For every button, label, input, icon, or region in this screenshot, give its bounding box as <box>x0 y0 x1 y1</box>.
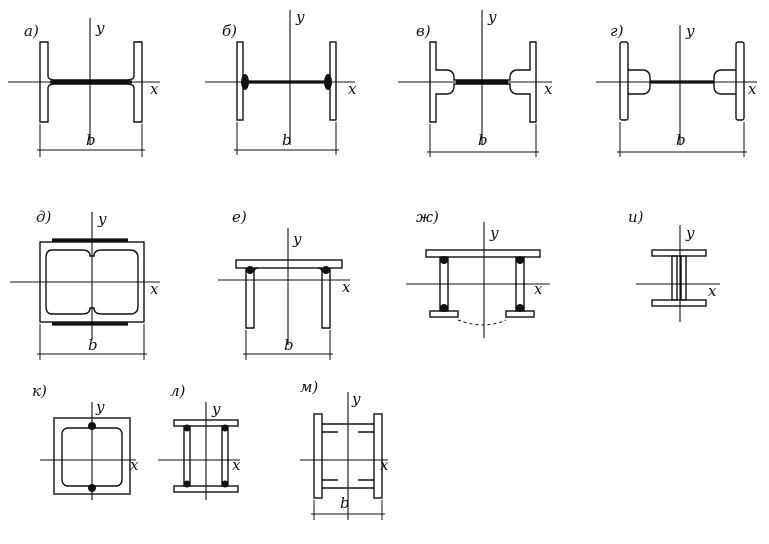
bottom-flange <box>651 299 707 307</box>
panel-d: д) y x b <box>10 208 160 360</box>
dimension-label-b: b <box>282 131 292 149</box>
x-axis-label: x <box>708 282 717 300</box>
panel-zh: ж) y x <box>406 208 550 338</box>
y-axis-label: y <box>95 398 105 416</box>
weld <box>88 484 96 492</box>
outer-square <box>53 417 131 495</box>
panel-label-zh: ж) <box>416 208 439 226</box>
x-axis-label: x <box>380 456 389 474</box>
y-axis-label: y <box>685 224 695 242</box>
y-axis-label: y <box>95 19 105 37</box>
weld <box>241 74 249 90</box>
weld <box>322 266 330 274</box>
x-axis-label: x <box>342 278 351 296</box>
panel-label-d: д) <box>36 208 52 226</box>
weld <box>440 304 448 312</box>
panel-m: м) y x b <box>300 378 389 520</box>
dimension-label-b: b <box>284 336 294 354</box>
panel-g: г) y x b <box>596 22 757 157</box>
panel-v: в) y x b <box>398 8 553 157</box>
y-axis-label: y <box>295 8 305 26</box>
right-angles <box>358 423 374 489</box>
right-web <box>680 255 687 301</box>
y-axis-label: y <box>489 224 499 242</box>
outer-box <box>39 241 145 323</box>
dimension-label-b: b <box>86 131 96 149</box>
panel-i: и) y x <box>628 208 720 322</box>
top-plate <box>173 419 239 427</box>
dimension-label-b: b <box>88 336 98 354</box>
top-flange <box>651 249 707 257</box>
angle-pair-section <box>429 41 537 123</box>
y-axis-label: y <box>97 210 107 228</box>
dimension-label-b: b <box>478 131 488 149</box>
left-flange-plate <box>313 413 323 499</box>
weld <box>183 480 191 488</box>
panel-label-a: а) <box>24 22 39 40</box>
panel-label-g: г) <box>610 22 624 40</box>
left-web <box>671 255 678 301</box>
weld <box>516 256 524 264</box>
right-channel <box>317 267 331 329</box>
dimension-label-b: b <box>340 494 350 512</box>
panel-label-l: л) <box>170 382 186 400</box>
right-flange-plate <box>735 41 745 121</box>
x-axis-label: x <box>150 280 159 298</box>
panel-label-b: б) <box>222 22 237 40</box>
panel-label-m: м) <box>300 378 318 396</box>
weld <box>183 424 191 432</box>
weld <box>440 256 448 264</box>
weld <box>221 480 229 488</box>
panel-b: б) y x b <box>205 8 357 155</box>
left-web <box>183 425 191 487</box>
x-axis-label: x <box>544 80 553 98</box>
panel-l: л) y x <box>158 382 241 500</box>
weld <box>246 266 254 274</box>
y-axis-label: y <box>292 230 302 248</box>
weld <box>324 74 332 90</box>
inner-channels <box>45 249 139 315</box>
x-axis-label: x <box>232 456 241 474</box>
weld <box>516 304 524 312</box>
bottom-plate <box>173 485 239 493</box>
y-axis-label: y <box>685 22 695 40</box>
right-web <box>221 425 229 487</box>
left-angles <box>322 423 338 489</box>
panel-label-e: е) <box>232 208 247 226</box>
channel-pair <box>39 41 143 123</box>
left-flange-plate <box>619 41 629 121</box>
x-axis-label: x <box>348 80 357 98</box>
x-axis-label: x <box>534 280 543 298</box>
panel-e: е) y x b <box>218 208 351 360</box>
left-channel <box>245 267 259 329</box>
top-plate <box>235 259 343 269</box>
x-axis-label: x <box>130 456 139 474</box>
x-axis-label: x <box>748 80 757 98</box>
panel-k: к) y x <box>32 382 139 500</box>
lacing-line <box>457 319 507 326</box>
top-plate <box>425 249 541 258</box>
y-axis-label: y <box>351 390 361 408</box>
dimension-label-b: b <box>676 131 686 149</box>
panel-a: а) y x b <box>8 18 160 157</box>
y-axis-label: y <box>487 8 497 26</box>
weld <box>221 424 229 432</box>
panel-label-v: в) <box>416 22 431 40</box>
panel-label-i: и) <box>628 208 644 226</box>
panel-label-k: к) <box>32 382 47 400</box>
x-axis-label: x <box>150 80 159 98</box>
y-axis-label: y <box>211 400 221 418</box>
right-flange-plate <box>373 413 383 499</box>
weld <box>88 422 96 430</box>
